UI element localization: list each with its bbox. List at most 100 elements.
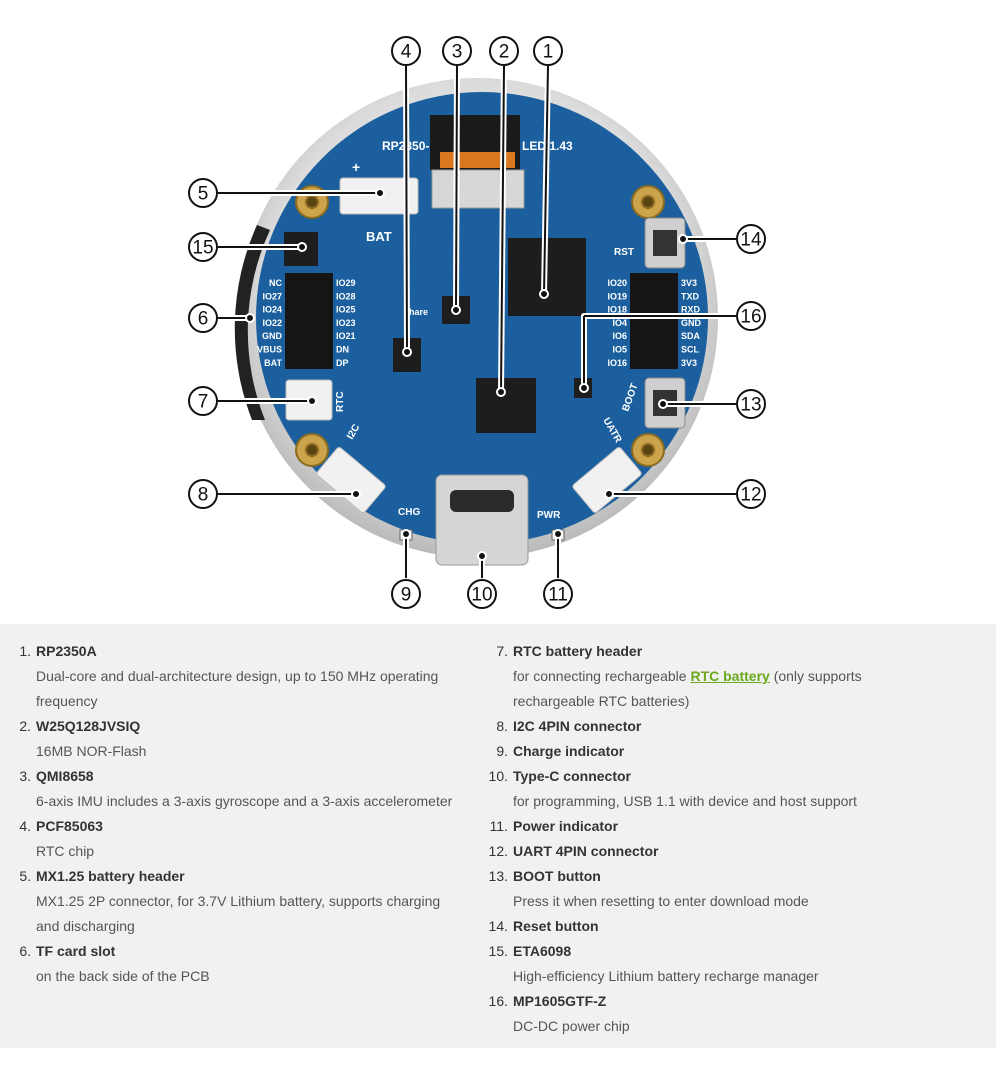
legend-desc: on the back side of the PCB [36,968,210,984]
board-svg: RP2350- LED 1.43 + BAT RST share RTC I2C… [188,36,766,609]
callout-14-label: 14 [740,230,762,251]
silk-plus: + [352,159,360,175]
callout-13-label: 13 [740,395,761,416]
pin-label: 3V3 [681,358,697,368]
legend-title: MX1.25 battery header [36,868,185,884]
left-pin-header [285,273,333,369]
legend-number: 4. [19,818,31,834]
pin-label: BAT [264,358,282,368]
callout-14: 14 [736,224,766,254]
legend-desc: High-efficiency Lithium battery recharge… [513,968,819,984]
legend-desc: Dual-core and dual-architecture design, … [36,668,439,709]
pin-label: DP [336,358,349,368]
legend-number: 2. [19,718,31,734]
board-diagram: RP2350- LED 1.43 + BAT RST share RTC I2C… [188,36,766,609]
legend-title: Power indicator [513,818,619,834]
callout-15: 15 [188,232,218,262]
pin-label: IO21 [336,331,356,341]
flash-chip [476,378,536,433]
callout-6: 6 [188,303,218,333]
callout-5: 5 [188,178,218,208]
callout-12-label: 12 [740,485,761,506]
callout-11-label: 11 [548,585,568,606]
silk-share: share [404,307,428,317]
callout-7: 7 [188,386,218,416]
legend-title: PCF85063 [36,818,103,834]
callout-7-label: 7 [198,392,209,413]
pin-label: IO25 [336,305,356,315]
callout-11: 11 [543,579,573,609]
legend-item: 11.Power indicator [477,814,937,839]
pin-label: TXD [681,291,700,301]
pin-label: GND [681,318,702,328]
callout-16: 16 [736,301,766,331]
legend-title: Type-C connector [513,768,631,784]
rtc-battery-link[interactable]: RTC battery [690,668,770,684]
pin-label: IO18 [607,305,627,315]
legend-number: 7. [496,643,508,659]
legend-number: 8. [496,718,508,734]
legend-desc: for connecting rechargeable RTC battery … [513,664,937,714]
pin-label: IO29 [336,278,356,288]
callout-5-label: 5 [198,184,209,205]
callout-10-label: 10 [471,585,492,606]
pin-label: IO27 [262,291,282,301]
legend-number: 13. [488,868,508,884]
pin-label: GND [262,331,283,341]
legend-title: I2C 4PIN connector [513,718,642,734]
pin-label: IO5 [612,345,627,355]
pin-label: DN [336,345,349,355]
legend-desc: MX1.25 2P connector, for 3.7V Lithium ba… [36,893,441,934]
leader-dots [245,188,688,561]
silk-chg: CHG [398,507,420,518]
callout-1: 1 [533,36,563,66]
pin-label: IO16 [607,358,627,368]
pin-label: IO23 [336,318,356,328]
legend-item: 14.Reset button [477,914,937,939]
legend-title: MP1605GTF-Z [513,993,607,1009]
pin-label: IO20 [607,278,627,288]
pin-label: IO28 [336,291,356,301]
pin-label: NC [269,278,282,288]
tf-card-edge [234,225,270,420]
callout-4-label: 4 [401,42,412,63]
legend-title: W25Q128JVSIQ [36,718,141,734]
pin-label: IO6 [612,331,627,341]
pin-label: SDA [681,331,701,341]
right-pin-header [630,273,678,369]
legend-number: 3. [19,768,31,784]
legend-number: 6. [19,943,31,959]
legend-number: 16. [488,993,508,1009]
legend-item: 9.Charge indicator [477,739,937,764]
callout-3-label: 3 [452,42,463,63]
legend-number: 1. [19,643,31,659]
callout-8: 8 [188,479,218,509]
callout-15-label: 15 [192,238,213,259]
pin-label: 3V3 [681,278,697,288]
callout-2-label: 2 [499,42,510,63]
legend-title: QMI8658 [36,768,94,784]
callout-13: 13 [736,389,766,419]
legend-title: ETA6098 [513,943,572,959]
legend-desc-pre: for connecting rechargeable [513,668,691,684]
silk-rst: RST [614,247,634,258]
legend-title: BOOT button [513,868,601,884]
legend-desc: for programming, USB 1.1 with device and… [513,793,857,809]
pin-label: IO4 [612,318,627,328]
callout-6-label: 6 [198,309,209,330]
pin-label: RXD [681,305,701,315]
callout-2: 2 [489,36,519,66]
pin-label: VBUS [257,345,282,355]
legend-title: Charge indicator [513,743,625,759]
